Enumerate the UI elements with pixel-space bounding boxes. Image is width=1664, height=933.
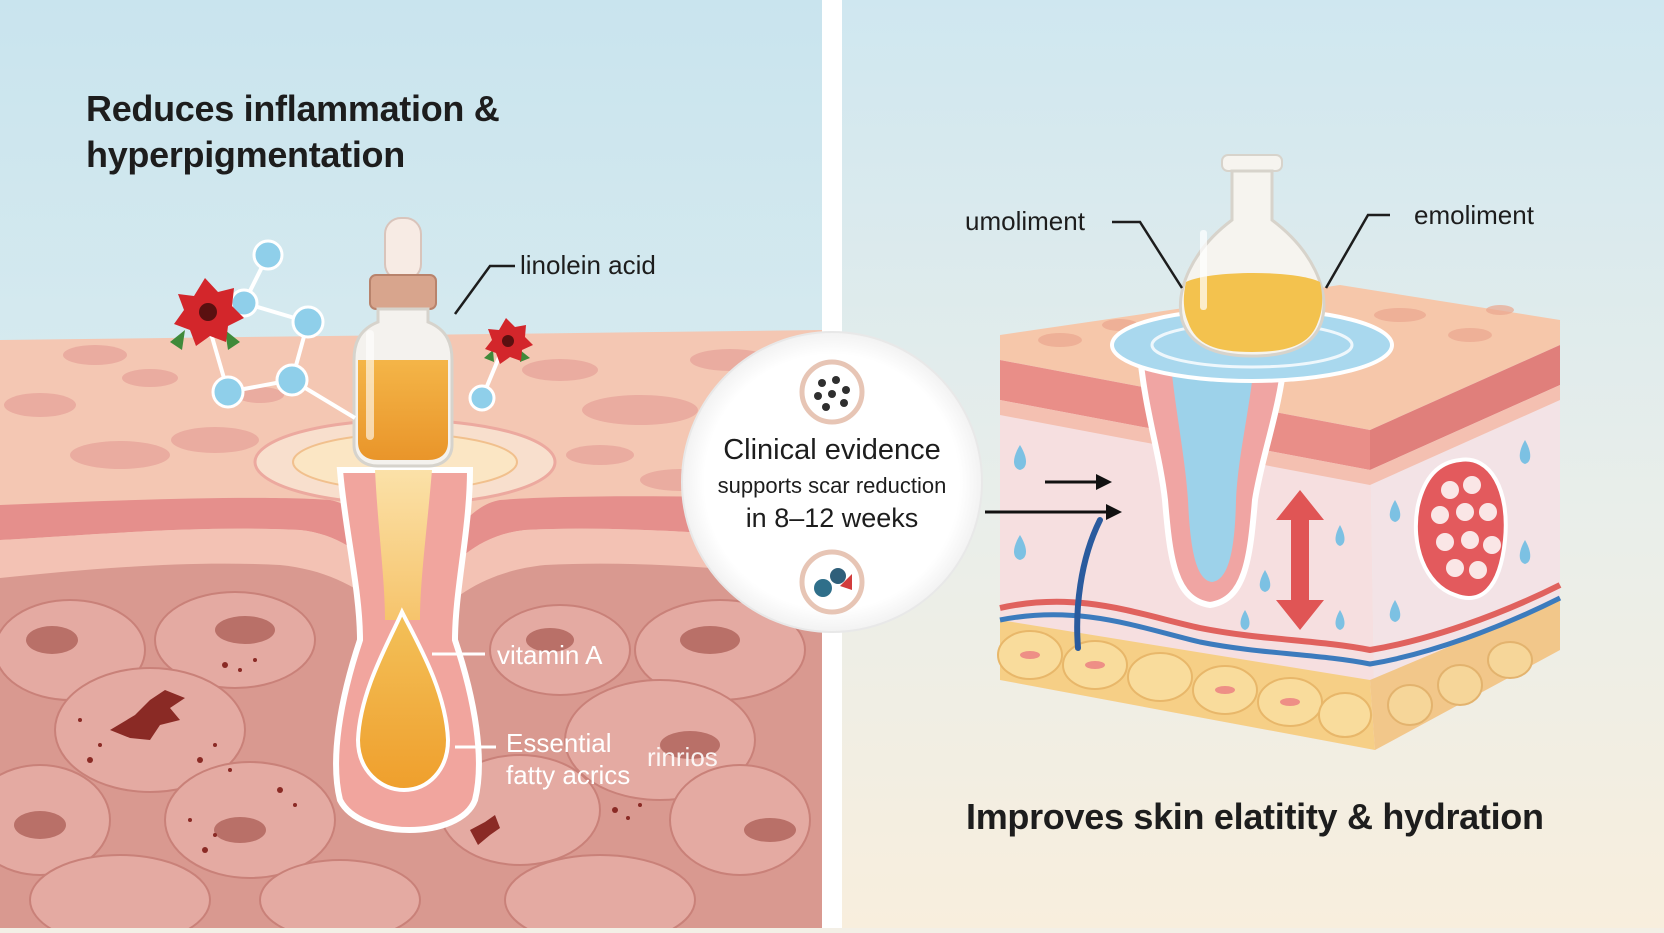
cube-epidermis-side-2 [1370, 385, 1560, 485]
water-stream [1170, 355, 1255, 582]
umoliment-leader [1112, 220, 1184, 289]
badge-line3: in 8‒12 weeks [745, 503, 919, 533]
bottle-oil [358, 360, 448, 460]
layer-band-left [0, 497, 395, 590]
left-panel [0, 0, 822, 933]
right-heading: Improves skin elatitity & hydration [966, 796, 1544, 837]
cube-top-pores [1038, 305, 1514, 347]
label-emoliment: emoliment [1414, 200, 1534, 230]
dropper-bottle [352, 217, 454, 468]
left-heading-line1: Reduces inflammation & [86, 88, 500, 129]
blood-vessel-blue [999, 595, 1562, 667]
label-umoliment: umoliment [965, 206, 1085, 236]
cube-epidermis-side [1370, 345, 1560, 470]
cells-icon-dots [814, 376, 850, 411]
layer-band-left-2 [0, 528, 395, 620]
right-panel [842, 0, 1664, 928]
left-heading-line2: hyperpigmentation [86, 134, 405, 175]
recovery-icon-blue [814, 579, 832, 597]
label-fatty-acids: fatty acrics [506, 760, 631, 790]
fat-cells-front [997, 630, 1372, 738]
badge-circle [681, 331, 983, 633]
fat-cell-nuclei [1020, 651, 1300, 706]
cell-nuclei [14, 616, 796, 843]
red-flower-left [170, 278, 244, 350]
nerve-fiber [1074, 517, 1103, 651]
oil-flask [1178, 154, 1326, 358]
recovery-icon-red [840, 574, 852, 590]
oil-drop [355, 607, 451, 793]
hyperpigmentation-spots [78, 658, 642, 853]
fat-cells-side [1387, 641, 1533, 726]
badge-line2: supports scar reduction [717, 473, 947, 498]
emoliment-leader [1324, 213, 1390, 289]
elasticity-arrow [1276, 490, 1324, 630]
dropper-bulb [384, 217, 422, 281]
blood-vessel-red [999, 582, 1562, 654]
tissue-cluster [1413, 457, 1508, 600]
badge-line1: Clinical evidence [723, 434, 941, 466]
bottle-highlight [366, 330, 374, 440]
label-rinrios: rinrios [647, 742, 718, 772]
dropper-cap [369, 274, 437, 310]
recovery-icon [799, 549, 865, 615]
label-vitamin-a: vitamin A [497, 640, 603, 670]
flask-oil [1183, 273, 1323, 352]
recovery-icon-dark [830, 568, 846, 584]
red-flower-right [484, 318, 533, 364]
flask-rim [1221, 154, 1283, 172]
penetration-arrows [985, 474, 1122, 520]
water-droplets [1014, 440, 1531, 630]
linolein-leader [453, 264, 515, 315]
label-essential: Essential [506, 728, 612, 758]
molecule-atoms [211, 239, 496, 412]
oil-stream [375, 470, 432, 620]
clinical-badge [681, 331, 983, 633]
label-linolein-acid: linolein acid [520, 250, 656, 280]
flask-highlight [1200, 230, 1207, 310]
